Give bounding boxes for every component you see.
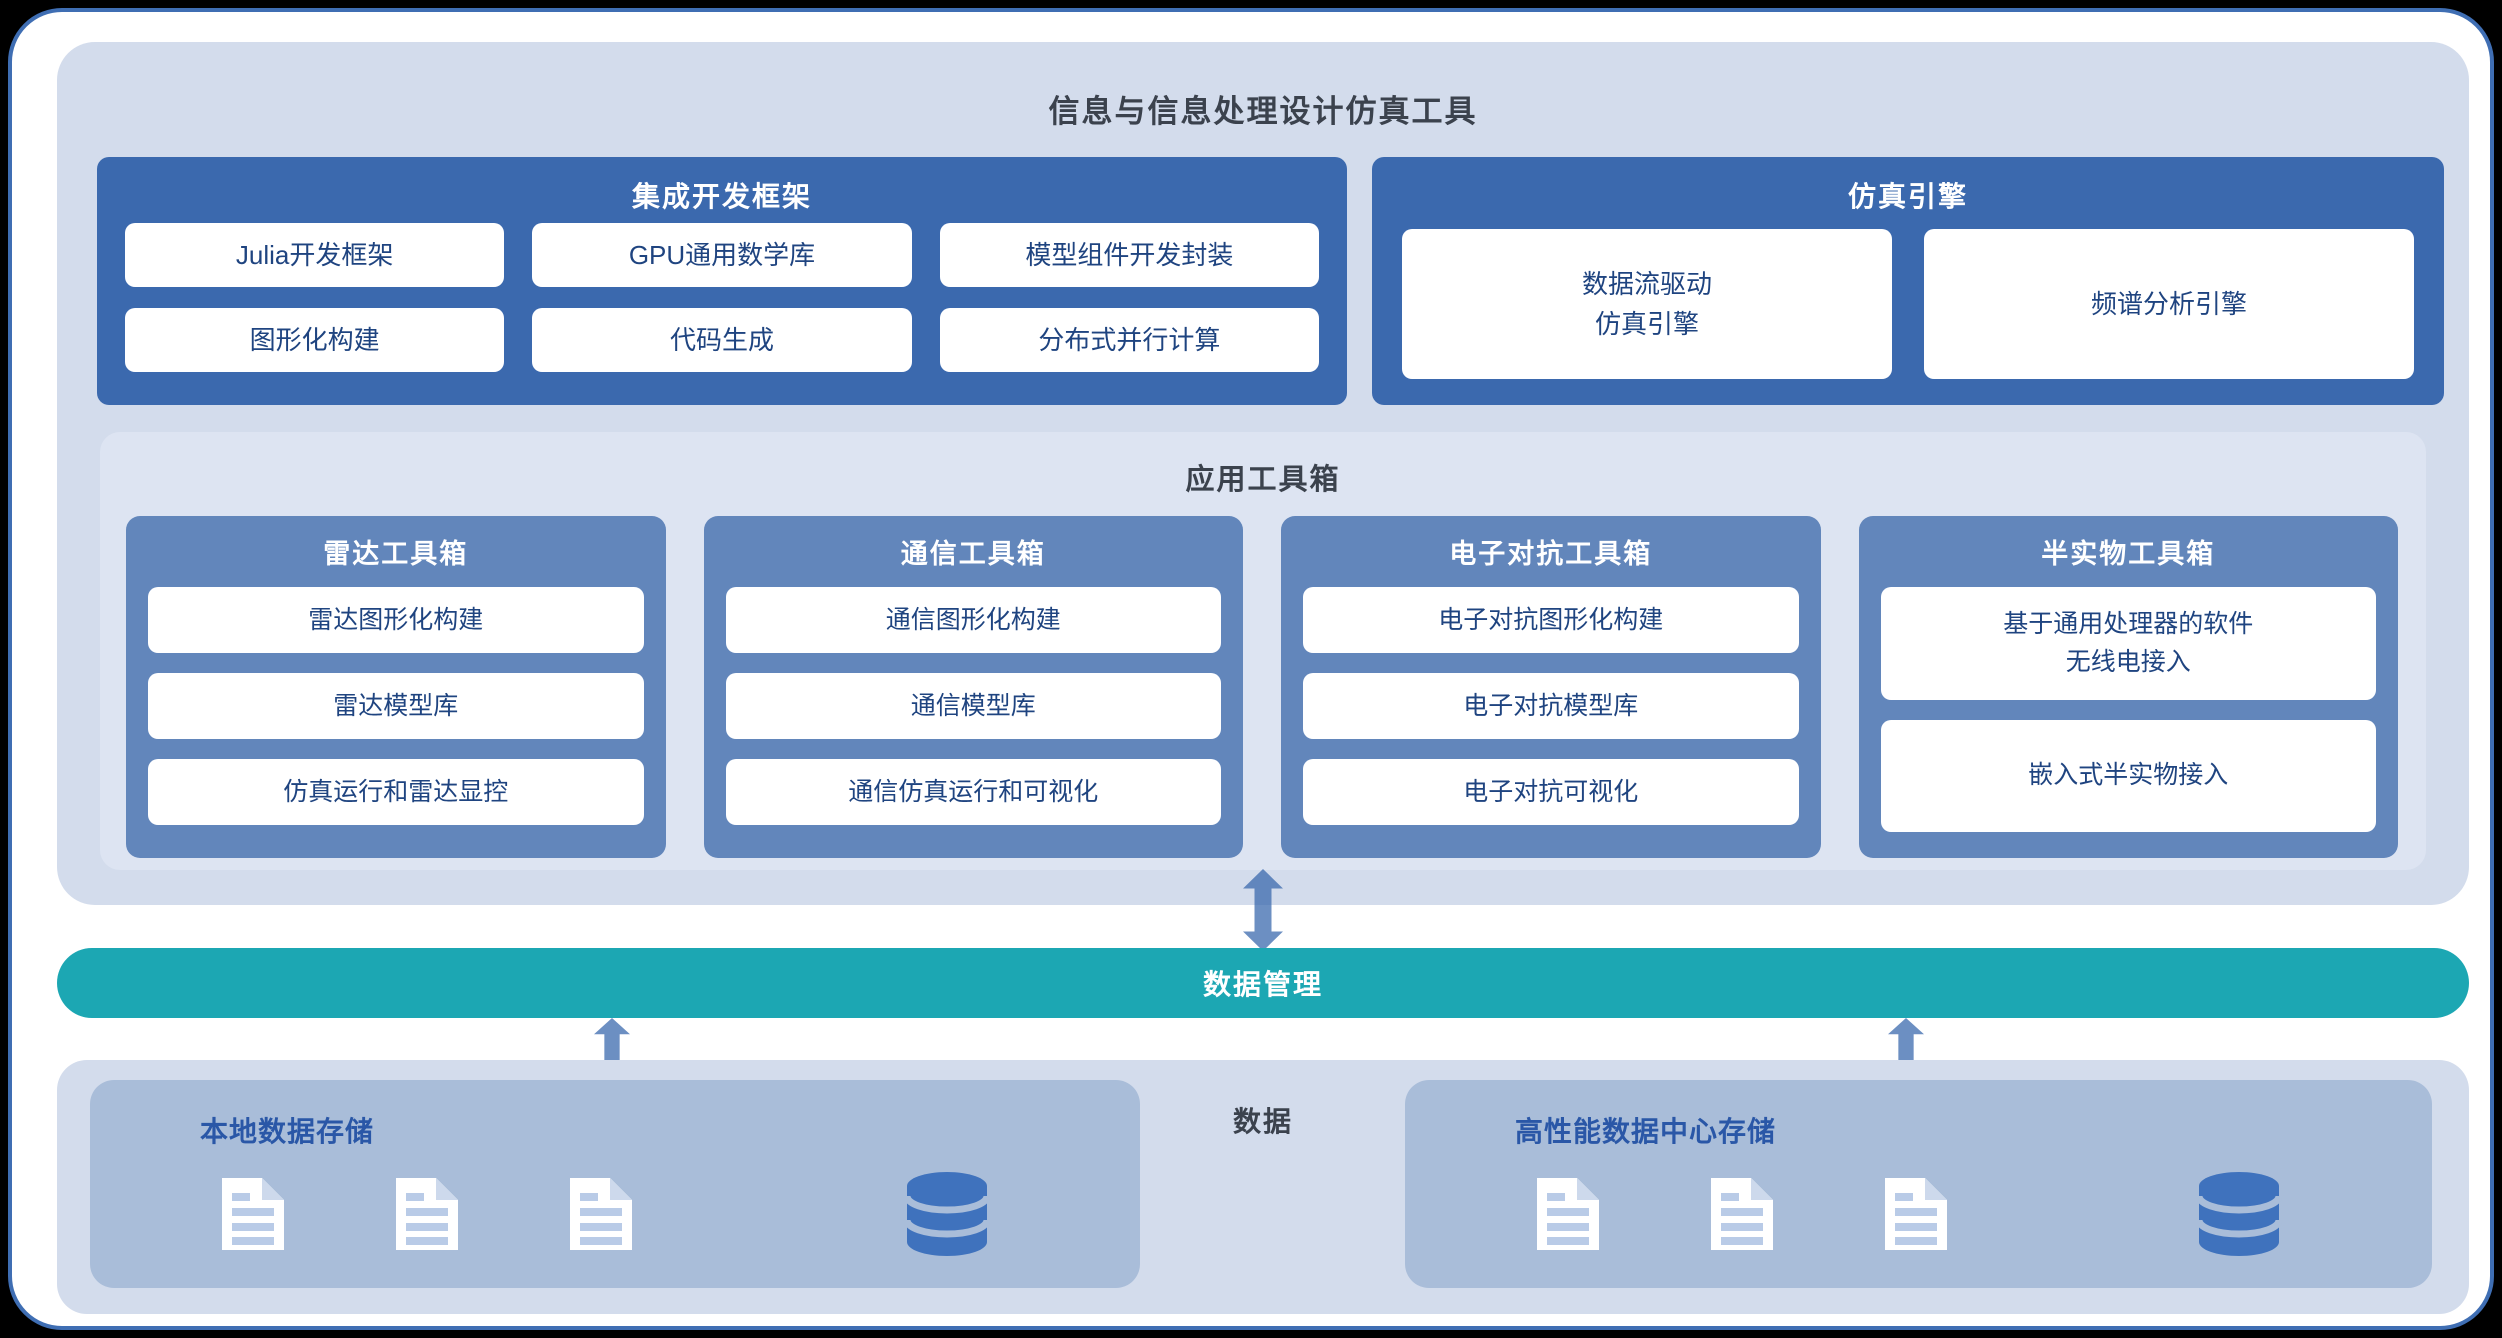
toolbox-title: 电子对抗工具箱 bbox=[1449, 539, 1653, 569]
toolbox-card: 通信图形化构建 bbox=[725, 587, 1221, 653]
toolbox-card: 雷达图形化构建 bbox=[148, 587, 644, 653]
document-icon bbox=[1537, 1178, 1599, 1250]
data-management-bar: 数据管理 bbox=[57, 948, 2469, 1018]
data-layer-label: 数据 bbox=[1232, 1106, 1294, 1137]
toolbox-hardware-in-loop: 半实物工具箱 基于通用处理器的软件 无线电接入 嵌入式半实物接入 bbox=[1858, 516, 2398, 858]
toolbox-radar: 雷达工具箱 雷达图形化构建 雷达模型库 仿真运行和雷达显控 bbox=[126, 516, 666, 858]
toolbox-card: 基于通用处理器的软件 无线电接入 bbox=[1880, 587, 2376, 700]
dev-framework-panel: 集成开发框架 Julia开发框架 GPU通用数学库 模型组件开发封装 图形化构建… bbox=[97, 157, 1347, 405]
sim-engine-title: 仿真引擎 bbox=[1847, 181, 1968, 212]
local-data-storage-box: 本地数据存储 bbox=[90, 1080, 1140, 1288]
toolbox-card: 电子对抗图形化构建 bbox=[1303, 587, 1799, 653]
double-arrow-icon bbox=[594, 1018, 630, 1086]
sim-engine-card: 数据流驱动 仿真引擎 bbox=[1402, 229, 1892, 379]
data-management-label: 数据管理 bbox=[1202, 969, 1323, 1000]
app-toolbox-panel: 应用工具箱 雷达工具箱 雷达图形化构建 雷达模型库 仿真运行和雷达显控 通信工具… bbox=[100, 432, 2426, 870]
toolbox-title: 通信工具箱 bbox=[900, 539, 1046, 569]
toolbox-card: 电子对抗模型库 bbox=[1303, 673, 1799, 739]
app-toolbox-title: 应用工具箱 bbox=[1185, 464, 1341, 496]
simulation-tool-panel: 信息与信息处理设计仿真工具 集成开发框架 Julia开发框架 GPU通用数学库 … bbox=[57, 42, 2469, 905]
toolbox-electronic-warfare: 电子对抗工具箱 电子对抗图形化构建 电子对抗模型库 电子对抗可视化 bbox=[1281, 516, 1821, 858]
double-arrow-icon bbox=[1243, 869, 1283, 951]
double-arrow-icon bbox=[1888, 1018, 1924, 1086]
toolbox-title: 雷达工具箱 bbox=[323, 539, 469, 569]
toolbox-card: 仿真运行和雷达显控 bbox=[148, 759, 644, 825]
dev-framework-title: 集成开发框架 bbox=[631, 181, 812, 212]
toolbox-title: 半实物工具箱 bbox=[2041, 539, 2216, 569]
sim-engine-panel: 仿真引擎 数据流驱动 仿真引擎 频谱分析引擎 bbox=[1372, 157, 2444, 405]
dev-framework-card: 分布式并行计算 bbox=[939, 308, 1319, 372]
toolbox-card: 电子对抗可视化 bbox=[1303, 759, 1799, 825]
dev-framework-card: 图形化构建 bbox=[125, 308, 505, 372]
dev-framework-grid: Julia开发框架 GPU通用数学库 模型组件开发封装 图形化构建 代码生成 分… bbox=[125, 223, 1319, 372]
sim-engine-grid: 数据流驱动 仿真引擎 频谱分析引擎 bbox=[1402, 229, 2414, 379]
dev-framework-card: 代码生成 bbox=[532, 308, 912, 372]
database-icon bbox=[2196, 1172, 2282, 1256]
database-icon bbox=[904, 1172, 990, 1256]
dev-framework-card: 模型组件开发封装 bbox=[939, 223, 1319, 287]
toolbox-communication: 通信工具箱 通信图形化构建 通信模型库 通信仿真运行和可视化 bbox=[703, 516, 1243, 858]
data-layer-panel: 数据 本地数据存储 bbox=[57, 1060, 2469, 1314]
document-icon bbox=[1885, 1178, 1947, 1250]
dev-framework-card: Julia开发框架 bbox=[125, 223, 505, 287]
toolbox-card: 嵌入式半实物接入 bbox=[1880, 719, 2376, 832]
toolbox-card: 通信模型库 bbox=[725, 673, 1221, 739]
document-icon bbox=[1711, 1178, 1773, 1250]
store-title: 本地数据存储 bbox=[200, 1116, 375, 1147]
toolbox-card: 通信仿真运行和可视化 bbox=[725, 759, 1221, 825]
toolbox-card: 雷达模型库 bbox=[148, 673, 644, 739]
datacenter-storage-box: 高性能数据中心存储 bbox=[1405, 1080, 2432, 1288]
app-toolbox-row: 雷达工具箱 雷达图形化构建 雷达模型库 仿真运行和雷达显控 通信工具箱 通信图形… bbox=[126, 516, 2398, 858]
diagram-title: 信息与信息处理设计仿真工具 bbox=[1048, 94, 1478, 129]
store-title: 高性能数据中心存储 bbox=[1515, 1116, 1777, 1147]
dev-framework-card: GPU通用数学库 bbox=[532, 223, 912, 287]
diagram-window: 信息与信息处理设计仿真工具 集成开发框架 Julia开发框架 GPU通用数学库 … bbox=[8, 8, 2494, 1330]
document-icon bbox=[222, 1178, 284, 1250]
document-icon bbox=[396, 1178, 458, 1250]
document-icon bbox=[570, 1178, 632, 1250]
sim-engine-card: 频谱分析引擎 bbox=[1924, 229, 2414, 379]
